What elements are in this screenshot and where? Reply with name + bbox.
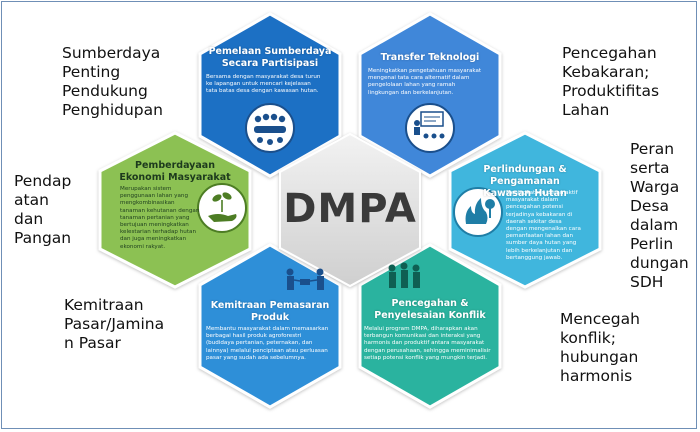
hex-desc-top-left: Bersama dengan masyarakat desa turun ke … <box>206 74 321 95</box>
hex-center <box>279 132 421 288</box>
side-label-bottom-right: Mencegah konflik; hubungan harmonis <box>560 310 640 385</box>
side-label-top-left: Sumberdaya Penting Pendukung Penghidupan <box>62 44 163 119</box>
hex-title-top-right: Transfer Teknologi <box>380 52 480 63</box>
side-label-left: Pendap atan dan Pangan <box>14 172 72 247</box>
hex-desc-bottom-right: Melalui program DMPA, diharapkan akan te… <box>364 326 491 361</box>
presentation-icon <box>405 103 455 153</box>
hex-title-bottom-right: Pencegahan & Penyelesaian Konflik <box>374 298 486 321</box>
side-label-top-right: Pencegahan Kebakaran; Produktifitas Laha… <box>562 44 660 119</box>
hex-title-right: Perlindungan & Pengamanan Kawasan Hutan <box>483 164 567 199</box>
meeting-table-icon <box>245 103 295 153</box>
group-people-icon <box>388 262 420 288</box>
hex-title-left: Pemberdayaan Ekonomi Masyarakat <box>119 160 231 183</box>
hex-right <box>448 131 602 289</box>
hex-title-top-left: Pemelaan Sumberdaya Secara Partisipasi <box>208 46 332 69</box>
hex-top-right <box>358 12 502 178</box>
hex-left <box>98 131 252 289</box>
side-label-bottom-left: Kemitraan Pasar/Jamina n Pasar <box>64 296 165 352</box>
hex-desc-bottom-left: Membantu masyarakat dalam memasarkan ber… <box>206 326 329 361</box>
fire-tree-icon <box>453 187 503 237</box>
hex-title-bottom-left: Kemitraan Pemasaran Produk <box>210 300 330 323</box>
hand-plant-icon <box>197 183 247 233</box>
hex-desc-right: Meningkatkan peran aktif masyarakat dala… <box>506 190 581 261</box>
hex-desc-top-right: Meningkatkan pengetahuan masyarakat meng… <box>368 68 482 96</box>
center-label: DMPA <box>283 186 417 232</box>
trade-people-icon <box>286 268 324 290</box>
hex-desc-left: Merupakan sistem penggunaan lahan yang m… <box>120 186 200 250</box>
hex-bottom-left <box>198 243 342 409</box>
hex-top-left <box>198 12 342 178</box>
side-label-right: Peran serta Warga Desa dalam Perlin dung… <box>630 140 689 291</box>
